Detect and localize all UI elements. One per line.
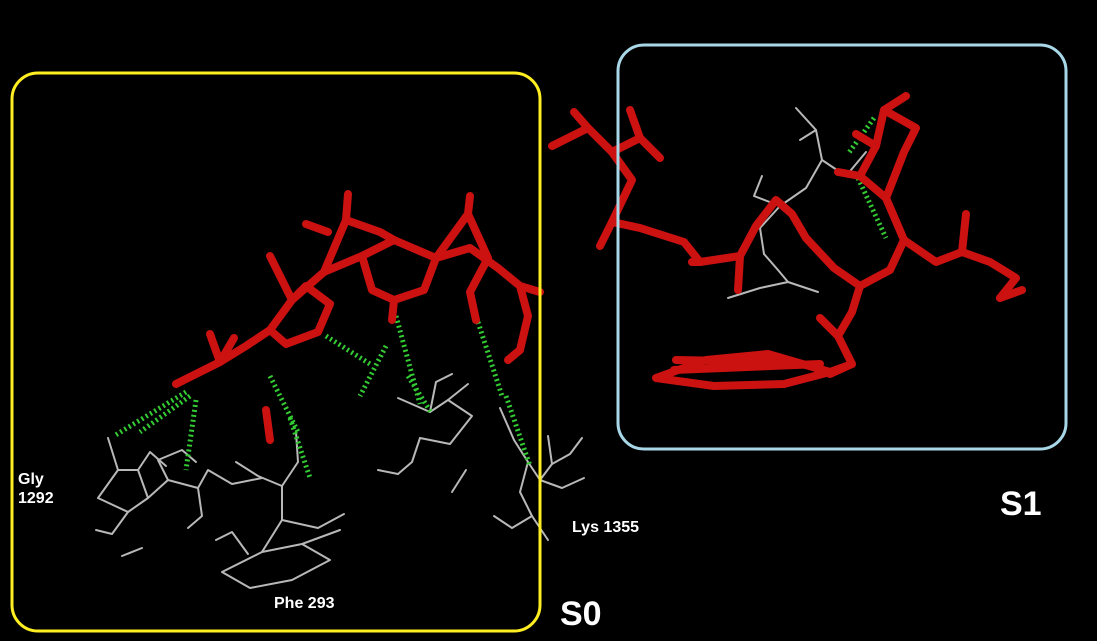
ligand-s1-chain	[856, 106, 920, 202]
hbond	[183, 399, 199, 471]
residue-bond	[547, 435, 553, 465]
residue-bond	[121, 547, 143, 557]
residue-bond	[447, 383, 469, 401]
ligand-s1-chain	[816, 314, 842, 340]
hydrogen-bonds	[112, 116, 889, 479]
ligand-ring	[342, 190, 352, 224]
residue-bond	[147, 469, 263, 499]
hbond	[324, 333, 372, 367]
residue-bond	[187, 487, 203, 529]
hbond	[267, 374, 301, 434]
ligand-bond	[670, 360, 824, 374]
hbond	[138, 393, 192, 435]
ligand-bond	[672, 356, 786, 366]
ligand-ring	[266, 282, 334, 348]
ligand-s1-chain	[996, 286, 1026, 302]
ligand-branch	[504, 346, 524, 364]
ligand-s1-chain	[734, 252, 744, 294]
label-gly-1292: Gly 1292	[18, 471, 54, 507]
residue-bond	[763, 253, 789, 283]
label-phe-293: Phe 293	[274, 595, 335, 612]
residue-s1-lower	[727, 281, 819, 299]
residue-bond	[235, 461, 283, 487]
ligand-s1-chain	[958, 210, 970, 256]
ligand-ring	[432, 210, 492, 324]
ligand-linker	[548, 124, 592, 150]
ligand-branch	[262, 406, 274, 444]
residue-bond	[215, 531, 249, 555]
hbond	[357, 344, 389, 398]
ligand-ring	[266, 252, 296, 304]
ligand-branch	[516, 282, 532, 354]
residue-bond	[137, 451, 167, 471]
residue-middle	[397, 397, 473, 445]
label-s0: S0	[560, 595, 602, 633]
residue-gly-1292-branch	[95, 511, 129, 535]
pocket-box-s1	[616, 43, 1068, 451]
residue-bond	[397, 437, 421, 475]
ligand-s1-chain	[900, 236, 1020, 302]
hbond	[855, 176, 889, 240]
residue-bond	[451, 469, 467, 493]
hbond	[112, 389, 188, 439]
receptor-residues	[95, 107, 867, 589]
residue-bond	[539, 477, 585, 489]
ligand-linker	[608, 218, 704, 266]
ligand-branch	[206, 330, 224, 366]
hbond	[287, 417, 313, 479]
label-s1: S1	[1000, 485, 1042, 523]
ligand-ring	[302, 220, 332, 236]
residue-bond	[799, 129, 817, 141]
pocket-box-s0	[10, 71, 542, 633]
ligand-ring	[464, 192, 474, 218]
ligand-s1-chain	[852, 130, 880, 150]
ligand-ring	[320, 216, 398, 276]
label-lys-1355: Lys 1355	[572, 519, 640, 536]
ligand-linker	[626, 106, 644, 142]
residue-bond	[377, 469, 399, 475]
residue-bond	[281, 513, 345, 529]
ligand-bond	[826, 360, 856, 376]
ligand-ring	[388, 296, 398, 324]
hbond	[503, 395, 533, 467]
residue-bond	[301, 529, 341, 545]
residue-bond	[429, 373, 453, 413]
ligand-s1-chain	[880, 92, 910, 114]
ligand	[172, 92, 1026, 444]
